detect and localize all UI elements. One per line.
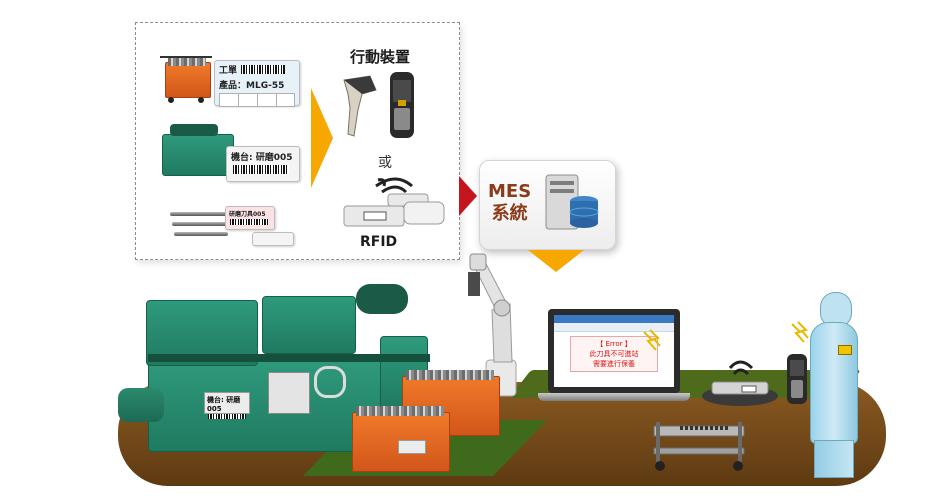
panel-machine [162,134,234,176]
tool-bin-upper-tools [406,370,494,380]
red-arrow [459,176,477,216]
panel-machine-card: 機台: 研磨005 [226,146,300,182]
mes-label: MES [488,181,532,202]
rfid-pad [702,360,778,406]
bin-tag [398,440,426,454]
mes-system-box: MES 系統 [479,160,616,250]
error-title: 【 Error 】 [596,340,632,348]
error-line-1: 此刀具不可進站 [589,350,639,358]
work-order-card: 工單 產品：MLG-55 [214,60,300,107]
wireless-signal-icon [728,360,754,370]
grinding-machine-column [262,296,356,354]
tool-cart [653,422,745,471]
laptop-base [538,393,690,401]
drill-bit [174,232,228,236]
barcode-scanner-icon [343,75,377,137]
cart-wheel [168,97,174,103]
handwheel [314,366,346,398]
tool-card: 研磨刀具005 [225,206,275,230]
display-header [554,315,674,323]
worker-legs [814,440,854,478]
worker-body [810,322,858,444]
cart-bin-tools [168,58,206,66]
panel-machine-spindle [170,124,218,136]
server-database-icon [545,174,599,230]
control-panel [268,372,310,414]
lightning-icon [791,321,809,343]
cart-frame [160,56,212,58]
handheld-terminal-icon [390,72,414,138]
work-order-title: 工單 [219,66,238,76]
grinding-machine-motor [118,388,164,422]
work-order-table [219,93,295,107]
mes-system-label: 系統 [491,203,528,224]
rfid-reader-icon [343,177,445,227]
machine-plate-label: 機台: 研磨005 [207,396,241,413]
wireless-signal-icon [375,177,413,188]
panel-machine-label: 機台: 研磨005 [231,153,293,163]
or-text: 或 [378,155,392,171]
mes-error-display: 【 Error 】 此刀具不可進站 需要進行保養 [554,315,674,387]
grinding-machine-table [148,354,430,362]
panel-machine-barcode [233,165,289,174]
tool-bin-lower [352,412,450,472]
drill-bit [170,212,230,216]
machine-plate: 機台: 研磨005 [204,392,250,419]
error-line-2: 需要進行保養 [593,360,635,368]
rfid-title: RFID [360,234,398,250]
mes-down-arrow [528,250,584,272]
lightning-icon [643,329,661,351]
machine-plate-barcode [208,414,246,419]
tool-barcode [230,219,268,225]
tool-bin-lower-tools [356,406,444,416]
tool-label: 研磨刀具005 [229,211,266,218]
panel-orange-arrow [311,88,333,188]
handheld-terminal-icon [787,354,807,404]
drill-bit [172,222,228,226]
grinding-wheel-housing [356,284,408,314]
display-toolbar [554,323,674,332]
tool-tag [252,232,294,246]
worker-badge [838,345,852,355]
cart-wheel [198,97,204,103]
mobile-device-title: 行動裝置 [350,48,411,66]
work-order-barcode [241,65,286,74]
cart-bin [165,62,211,98]
product-label: 產品：MLG-55 [219,81,285,91]
